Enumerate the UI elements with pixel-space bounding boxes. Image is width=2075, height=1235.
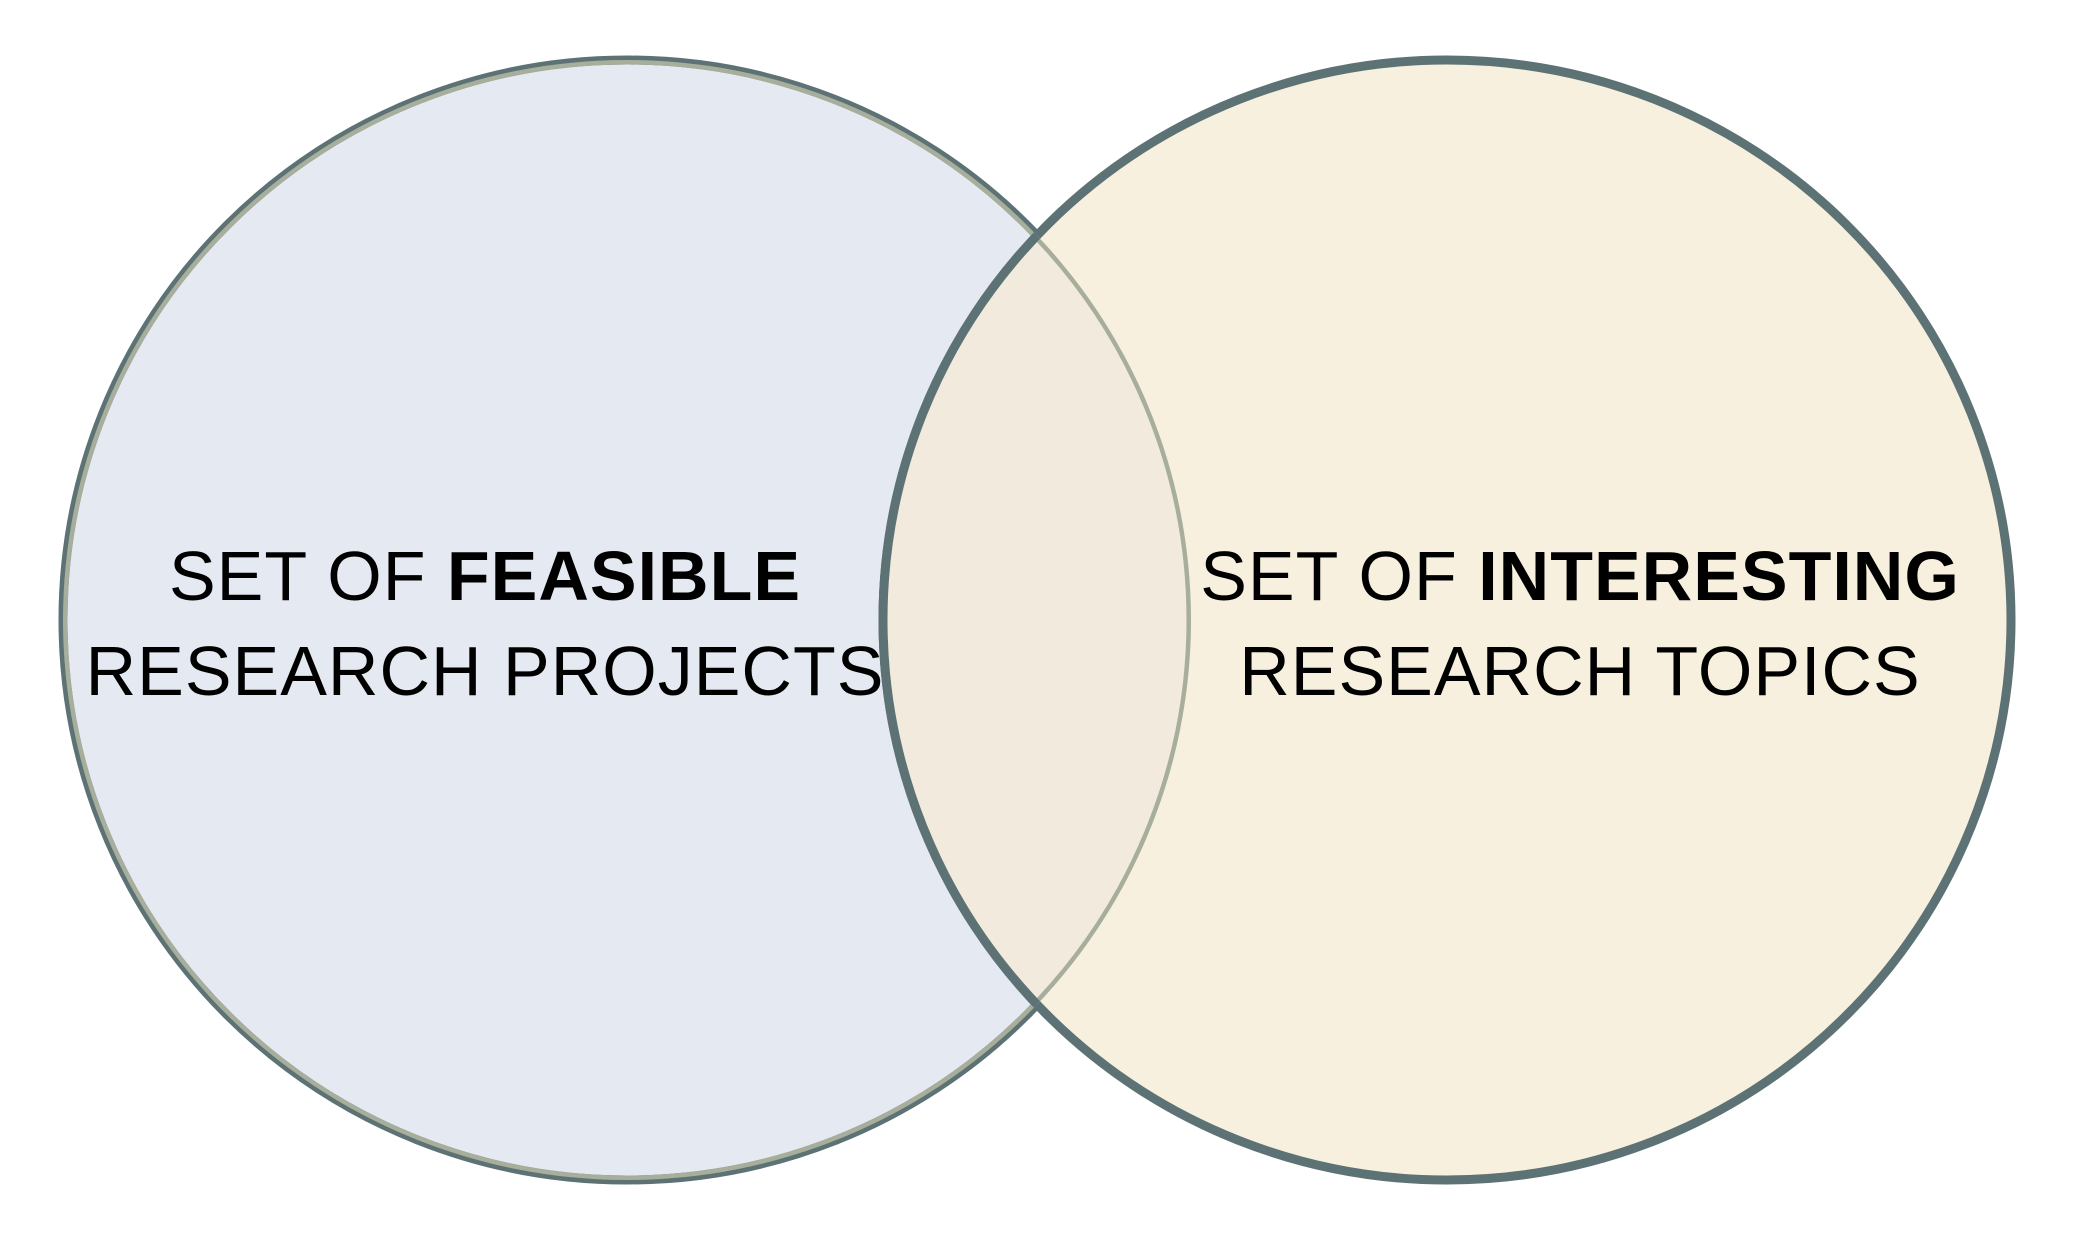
interesting-set-prefix: SET OF bbox=[1200, 537, 1478, 615]
interesting-set-label-line1: SET OF INTERESTING bbox=[1200, 537, 1960, 615]
interesting-set-label-line2: RESEARCH TOPICS bbox=[1239, 632, 1920, 710]
feasible-set-label-line2: RESEARCH PROJECTS bbox=[86, 632, 885, 710]
feasible-set-emphasis: FEASIBLE bbox=[447, 537, 801, 615]
feasible-set-prefix: SET OF bbox=[169, 537, 447, 615]
feasible-set-label-line1: SET OF FEASIBLE bbox=[169, 537, 801, 615]
interesting-set-emphasis: INTERESTING bbox=[1478, 537, 1960, 615]
overlap-boundary-arc bbox=[878, 60, 1191, 1180]
